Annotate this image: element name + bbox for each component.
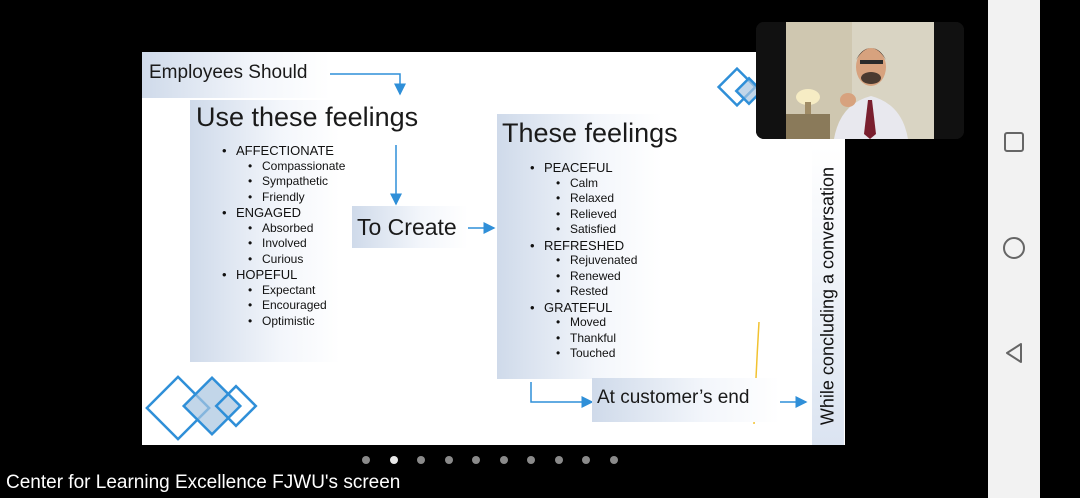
slide-title: Employees Should xyxy=(149,62,308,83)
feeling-item: Moved xyxy=(530,315,637,331)
recents-square-icon[interactable] xyxy=(1002,130,1026,154)
android-nav-bar xyxy=(988,0,1040,498)
presenter-video-icon xyxy=(756,22,964,139)
page-dot[interactable] xyxy=(444,456,453,464)
feeling-category: AFFECTIONATE xyxy=(222,143,345,159)
customer-end-box xyxy=(592,378,780,422)
presenter-video-tile[interactable] xyxy=(756,22,964,139)
customer-end-label: At customer’s end xyxy=(597,387,750,408)
presentation-slide: Employees Should Use these feelings AFFE… xyxy=(142,52,845,445)
page-dot[interactable] xyxy=(527,456,535,464)
page-dot[interactable] xyxy=(499,456,508,464)
home-circle-icon[interactable] xyxy=(1002,236,1026,260)
to-create-label: To Create xyxy=(357,214,457,240)
feeling-category: REFRESHED xyxy=(530,238,637,254)
feeling-category: GRATEFUL xyxy=(530,300,637,316)
feeling-item: Thankful xyxy=(530,331,637,347)
decor-diamonds-bottom xyxy=(145,375,258,441)
feeling-category: ENGAGED xyxy=(222,205,345,221)
page-dot[interactable] xyxy=(554,456,563,464)
screen-edge xyxy=(1040,0,1080,498)
feeling-item: Calm xyxy=(530,176,637,192)
page-dot[interactable] xyxy=(389,456,398,464)
feeling-item: Compassionate xyxy=(222,159,345,175)
feeling-item: Encouraged xyxy=(222,298,345,314)
left-heading: Use these feelings xyxy=(196,102,419,132)
right-heading: These feelings xyxy=(502,118,678,148)
feeling-item: Touched xyxy=(530,346,637,362)
left-feelings-list: AFFECTIONATECompassionateSympatheticFrie… xyxy=(222,143,345,329)
vertical-note-box: While concluding a conversation xyxy=(812,147,844,445)
title-box xyxy=(142,52,330,98)
feeling-item: Rejuvenated xyxy=(530,253,637,269)
decor-diamond-top xyxy=(716,66,764,108)
feeling-item: Renewed xyxy=(530,269,637,285)
page-dot[interactable] xyxy=(609,456,618,464)
arrow-right-to-bottom xyxy=(530,382,594,408)
page-dot[interactable] xyxy=(417,456,425,464)
page-dot[interactable] xyxy=(582,456,590,464)
feeling-category: PEACEFUL xyxy=(530,160,637,176)
feeling-item: Rested xyxy=(530,284,637,300)
vertical-note-label: While concluding a conversation xyxy=(817,166,838,426)
feeling-item: Curious xyxy=(222,252,345,268)
arrow-title-to-left xyxy=(330,73,406,96)
right-feelings-list: PEACEFULCalmRelaxedRelievedSatisfiedREFR… xyxy=(530,160,637,362)
feeling-category: HOPEFUL xyxy=(222,267,345,283)
feeling-item: Satisfied xyxy=(530,222,637,238)
slide-connectors xyxy=(145,66,808,441)
feeling-item: Involved xyxy=(222,236,345,252)
feeling-item: Sympathetic xyxy=(222,174,345,190)
screen-share-caption: Center for Learning Excellence FJWU's sc… xyxy=(6,472,401,493)
feeling-item: Optimistic xyxy=(222,314,345,330)
to-create-box xyxy=(352,206,468,248)
page-dot[interactable] xyxy=(472,456,480,464)
feeling-item: Absorbed xyxy=(222,221,345,237)
back-triangle-icon[interactable] xyxy=(1002,341,1026,365)
feeling-item: Relaxed xyxy=(530,191,637,207)
feeling-item: Relieved xyxy=(530,207,637,223)
screen-share-area: Employees Should Use these feelings AFFE… xyxy=(0,0,988,498)
feeling-item: Friendly xyxy=(222,190,345,206)
feeling-item: Expectant xyxy=(222,283,345,299)
page-dot[interactable] xyxy=(362,456,370,464)
